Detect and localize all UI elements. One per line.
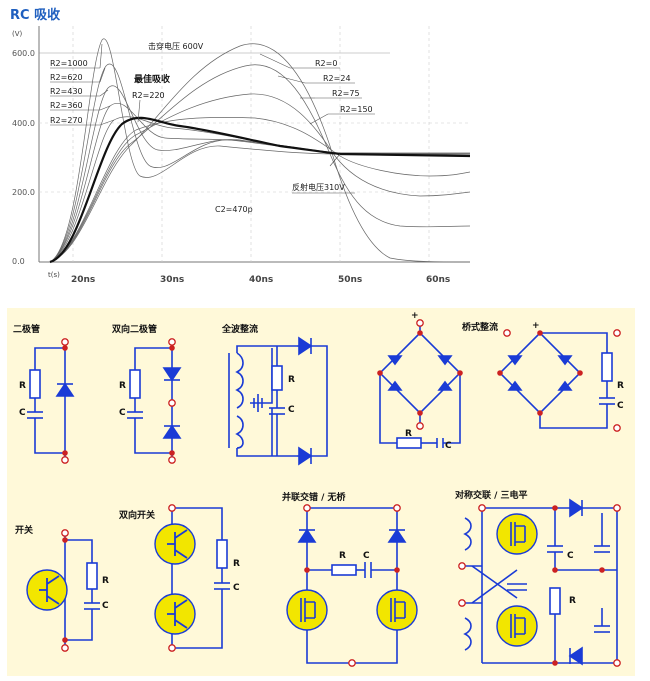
label-c: C — [102, 601, 109, 611]
snubber-circuit-examples: 二极管 双向二极管 全波整流 桥式整流 开关 双向开关 并联交错 / 无桥 对称… — [7, 308, 635, 676]
label-r: R — [102, 576, 109, 586]
curve-r2-220-best — [49, 116, 470, 264]
label-c: C — [617, 401, 624, 411]
label-c: C — [363, 551, 370, 561]
curve-r2-0 — [49, 43, 470, 263]
circuit-bidirectional-diode — [127, 342, 182, 460]
x-tick-60: 60ns — [426, 275, 450, 285]
rc-snubber-waveform-plot: (V) 600.0 400.0 200.0 0.0 t(s) 20ns 30ns… — [12, 26, 470, 285]
label-r2-270: R2=270 — [50, 116, 83, 125]
x-unit: t(s) — [48, 271, 60, 279]
x-tick-20: 20ns — [71, 275, 95, 285]
circuit-diode — [27, 342, 75, 460]
label-c: C — [119, 408, 126, 418]
label-r2-620: R2=620 — [50, 73, 83, 82]
y-unit: (V) — [12, 30, 23, 38]
label-r: R — [405, 429, 412, 439]
y-tick-200: 200.0 — [12, 188, 35, 197]
circuit-bridge-rectifier — [378, 323, 462, 449]
label-breakdown: 击穿电压 600V — [148, 41, 204, 51]
label-c: C — [19, 408, 26, 418]
label-r: R — [617, 381, 624, 391]
label-r2-430: R2=430 — [50, 87, 83, 96]
circuit-full-wave-rectifier — [228, 336, 328, 466]
mosfet-sym-top — [496, 513, 538, 555]
label-plus: + — [411, 311, 419, 321]
label-r2-24: R2=24 — [323, 74, 351, 83]
mosfet-parallel-right — [376, 589, 418, 631]
curve-r2-150 — [49, 116, 470, 263]
label-r2-75: R2=75 — [332, 89, 360, 98]
label-reflect: 反射电压310V — [292, 182, 345, 192]
y-tick-400: 400.0 — [12, 119, 35, 128]
label-r: R — [233, 559, 240, 569]
label-r: R — [569, 596, 576, 606]
label-r: R — [339, 551, 346, 561]
label-c: C — [567, 551, 574, 561]
label-c2: C2=470p — [215, 205, 253, 214]
curve-r2-430 — [49, 85, 470, 263]
label-r2-150: R2=150 — [340, 105, 373, 114]
label-c: C — [445, 441, 452, 451]
label-c: C — [233, 583, 240, 593]
label-r: R — [288, 375, 295, 385]
mosfet-sym-bottom — [496, 605, 538, 647]
title-bridge: 桥式整流 — [462, 321, 498, 333]
title-switch: 开关 — [15, 524, 33, 536]
label-r2-360: R2=360 — [50, 101, 83, 110]
title-bidirectional-diode: 双向二极管 — [112, 323, 157, 335]
curve-r2-360 — [49, 103, 470, 263]
label-r: R — [119, 381, 126, 391]
label-c: C — [288, 405, 295, 415]
page-title: RC 吸收 — [10, 8, 61, 23]
transistor-biswitch-top — [154, 523, 196, 565]
x-tick-40: 40ns — [249, 275, 273, 285]
label-best-value: R2=220 — [132, 91, 165, 100]
title-bidirectional-switch: 双向开关 — [119, 509, 155, 521]
title-symmetric: 对称交联 / 三电平 — [455, 489, 528, 501]
label-best: 最佳吸收 — [134, 73, 170, 85]
mosfet-parallel-left — [286, 589, 328, 631]
label-plus: + — [532, 321, 540, 331]
label-r2-1000: R2=1000 — [50, 59, 88, 68]
title-diode: 二极管 — [13, 323, 40, 335]
curve-r2-1000 — [49, 38, 470, 263]
title-parallel: 并联交错 / 无桥 — [282, 491, 347, 503]
label-r2-0: R2=0 — [315, 59, 337, 68]
x-tick-30: 30ns — [160, 275, 184, 285]
transistor-biswitch-bottom — [154, 593, 196, 635]
y-tick-0: 0.0 — [12, 257, 25, 266]
x-tick-50: 50ns — [338, 275, 362, 285]
label-r: R — [19, 381, 26, 391]
curve-r2-620 — [49, 63, 470, 263]
title-full-wave: 全波整流 — [221, 323, 258, 335]
curve-r2-24 — [49, 64, 470, 263]
transistor-switch — [26, 569, 68, 611]
curve-r2-75 — [49, 93, 470, 263]
y-tick-600: 600.0 — [12, 49, 35, 58]
